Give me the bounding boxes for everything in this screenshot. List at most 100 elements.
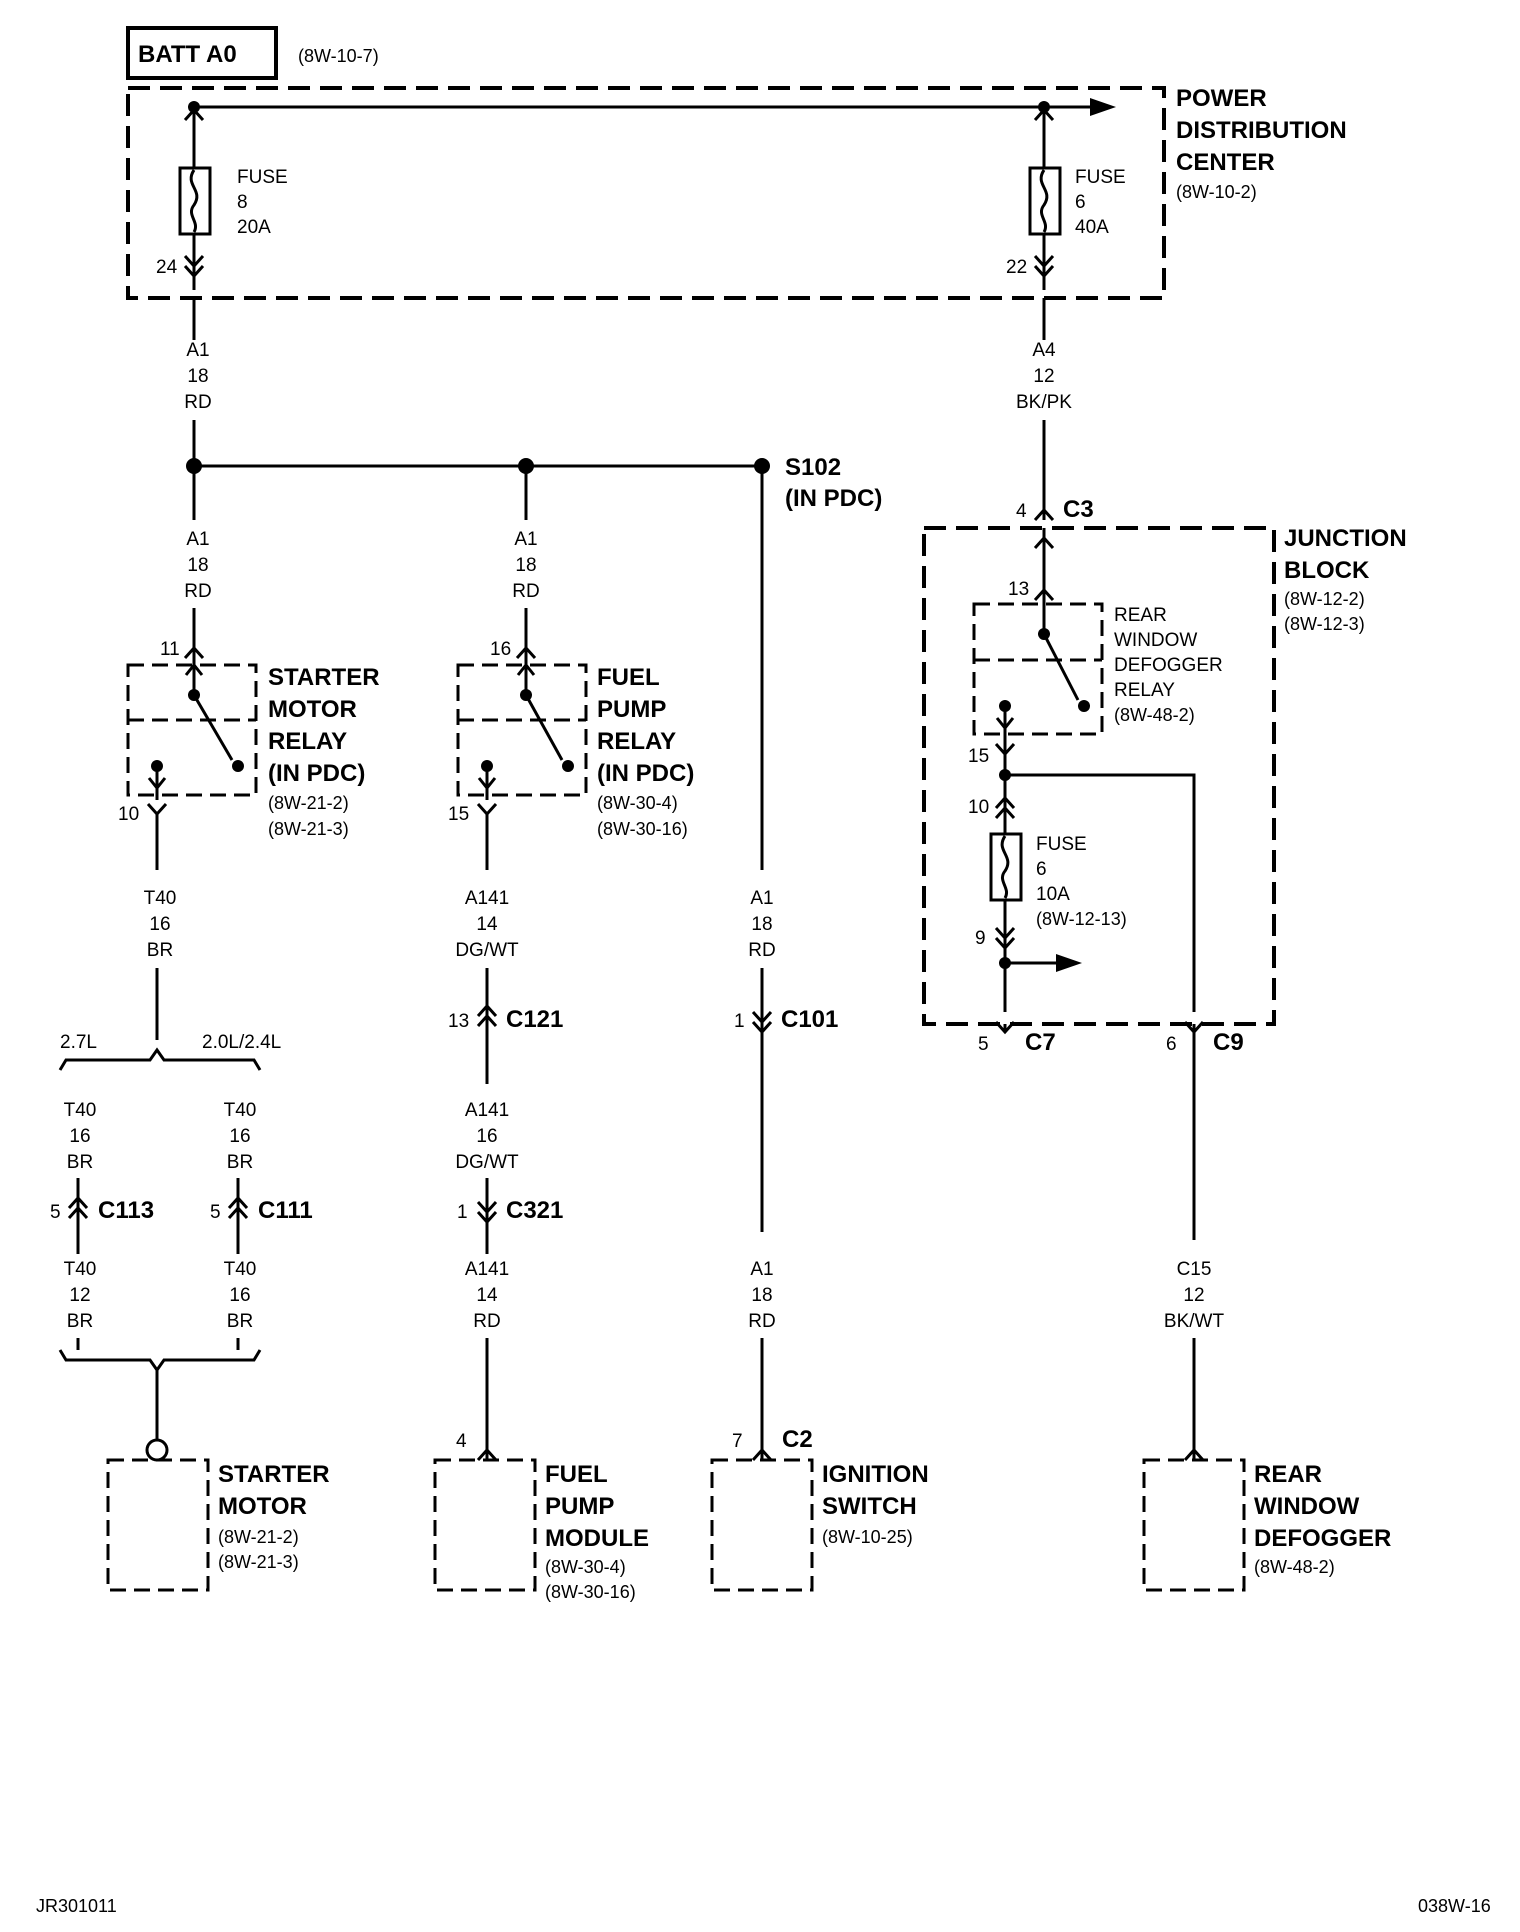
fuel-relay-ref2: (8W-30-16) bbox=[597, 819, 688, 839]
wire-a1-ig2-gauge: 18 bbox=[751, 1285, 772, 1306]
fuel-relay-pin-in: 16 bbox=[490, 639, 511, 660]
junction-ref2: (8W-12-3) bbox=[1284, 614, 1365, 634]
wire-a141-1-color: DG/WT bbox=[455, 940, 519, 961]
wire-a1-fp-id: A1 bbox=[514, 529, 537, 550]
wire-t40-l-color: BR bbox=[67, 1152, 93, 1173]
variant-right: 2.0L/2.4L bbox=[202, 1032, 281, 1053]
fuel-module-l1: FUEL bbox=[545, 1461, 608, 1488]
wire-a1-ig2-id: A1 bbox=[750, 1259, 773, 1280]
footer-left: JR301011 bbox=[36, 1896, 117, 1916]
starter-motor-ref2: (8W-21-3) bbox=[218, 1552, 299, 1572]
c113-name: C113 bbox=[98, 1197, 154, 1224]
fuse-6-pin: 22 bbox=[1006, 257, 1027, 278]
fuse-6-l3: 40A bbox=[1075, 217, 1109, 238]
splice-note: (IN PDC) bbox=[785, 485, 882, 512]
c321-pin: 1 bbox=[457, 1202, 468, 1223]
wire-a141-3-gauge: 14 bbox=[476, 1285, 498, 1306]
c7-name: C7 bbox=[1025, 1029, 1056, 1056]
wire-t40-top-color: BR bbox=[147, 940, 173, 961]
wire-a1-top-id: A1 bbox=[186, 340, 209, 361]
fuel-module-pin: 4 bbox=[456, 1431, 467, 1452]
wire-c15-color: BK/WT bbox=[1164, 1311, 1225, 1332]
fuel-relay-l2: PUMP bbox=[597, 696, 666, 723]
starter-relay-pin-out: 10 bbox=[118, 804, 139, 825]
wire-a1-ig2-color: RD bbox=[748, 1311, 775, 1332]
pdc-title-3: CENTER bbox=[1176, 149, 1275, 176]
wire-t40-l2-id: T40 bbox=[64, 1259, 97, 1280]
fuse-6-l1: FUSE bbox=[1075, 167, 1126, 188]
wire-a4-color: BK/PK bbox=[1016, 392, 1072, 413]
c9-pin: 6 bbox=[1166, 1034, 1177, 1055]
bus-arrow bbox=[1090, 98, 1116, 116]
defog-relay-ref: (8W-48-2) bbox=[1114, 705, 1195, 725]
ignition-ref: (8W-10-25) bbox=[822, 1527, 913, 1547]
wire-a1-sm-id: A1 bbox=[186, 529, 209, 550]
wire-a141-2-gauge: 16 bbox=[476, 1126, 497, 1147]
wire-t40-top-gauge: 16 bbox=[149, 914, 170, 935]
fuse-8 bbox=[178, 107, 212, 290]
rear-defogger-l3: DEFOGGER bbox=[1254, 1525, 1391, 1552]
wire-t40-l-gauge: 16 bbox=[69, 1126, 90, 1147]
fuel-relay-l1: FUEL bbox=[597, 664, 660, 691]
defog-relay-pin-out: 15 bbox=[968, 746, 989, 767]
fuse-6 bbox=[1028, 107, 1062, 290]
wire-a1-ig1-color: RD bbox=[748, 940, 775, 961]
starter-motor-box bbox=[106, 1458, 210, 1592]
c3-name: C3 bbox=[1063, 496, 1094, 523]
c3-pin: 4 bbox=[1016, 501, 1027, 522]
wire-a141-3-id: A141 bbox=[465, 1259, 509, 1280]
fuel-pump-relay bbox=[456, 646, 588, 870]
c121-pin: 13 bbox=[448, 1011, 469, 1032]
variant-split bbox=[58, 1047, 262, 1071]
c321-name: C321 bbox=[506, 1197, 563, 1224]
starter-motor-relay bbox=[126, 646, 258, 870]
junction-l2: BLOCK bbox=[1284, 557, 1370, 584]
c113-pin: 5 bbox=[50, 1202, 61, 1223]
wire-a1-ig1-id: A1 bbox=[750, 888, 773, 909]
wire-a1-sm-gauge: 18 bbox=[187, 555, 208, 576]
defog-relay-pin-in: 13 bbox=[1008, 579, 1029, 600]
c9-name: C9 bbox=[1213, 1029, 1244, 1056]
wire-c15-id: C15 bbox=[1177, 1259, 1212, 1280]
rear-window-defogger-relay bbox=[972, 588, 1104, 775]
fuel-module-l2: PUMP bbox=[545, 1493, 614, 1520]
batt-label: BATT A0 bbox=[138, 41, 237, 68]
fuel-relay-ref1: (8W-30-4) bbox=[597, 793, 678, 813]
defog-relay-l3: DEFOGGER bbox=[1114, 655, 1223, 676]
fuel-pump-module-box bbox=[433, 1458, 537, 1592]
wire-to-c9 bbox=[1005, 773, 1196, 1012]
fuel-module-ref2: (8W-30-16) bbox=[545, 1582, 636, 1602]
junction-l1: JUNCTION bbox=[1284, 525, 1407, 552]
rear-window-defogger-box bbox=[1142, 1458, 1246, 1592]
wire-t40-l2-color: BR bbox=[67, 1311, 93, 1332]
fuse-jb-ref: (8W-12-13) bbox=[1036, 909, 1127, 929]
fuel-module-l3: MODULE bbox=[545, 1525, 649, 1552]
starter-relay-l4: (IN PDC) bbox=[268, 760, 365, 787]
wire-t40-r2-gauge: 16 bbox=[229, 1285, 250, 1306]
wire-a141-2-id: A141 bbox=[465, 1100, 509, 1121]
fuse-jb-pin-in: 10 bbox=[968, 797, 989, 818]
wire-a141-1-gauge: 14 bbox=[476, 914, 498, 935]
batt-ref: (8W-10-7) bbox=[298, 46, 379, 66]
defog-relay-l1: REAR bbox=[1114, 605, 1167, 626]
fuel-relay-l3: RELAY bbox=[597, 728, 676, 755]
ignition-switch-box bbox=[710, 1458, 814, 1592]
fuse-6-l2: 6 bbox=[1075, 192, 1086, 213]
wire-t40-r-gauge: 16 bbox=[229, 1126, 250, 1147]
pdc-ref: (8W-10-2) bbox=[1176, 182, 1257, 202]
fuel-relay-pin-out: 15 bbox=[448, 804, 469, 825]
pdc-title-1: POWER bbox=[1176, 85, 1267, 112]
starter-terminal bbox=[145, 1438, 169, 1462]
rear-defogger-l1: REAR bbox=[1254, 1461, 1322, 1488]
wire-t40-r-color: BR bbox=[227, 1152, 253, 1173]
ignition-l1: IGNITION bbox=[822, 1461, 929, 1488]
wire-t40-r-id: T40 bbox=[224, 1100, 257, 1121]
wire-t40-r2-color: BR bbox=[227, 1311, 253, 1332]
wire-a1-top-color: RD bbox=[184, 392, 211, 413]
c121-name: C121 bbox=[506, 1006, 563, 1033]
fuel-relay-l4: (IN PDC) bbox=[597, 760, 694, 787]
fuel-module-ref1: (8W-30-4) bbox=[545, 1557, 626, 1577]
wire-t40-l2-gauge: 12 bbox=[69, 1285, 90, 1306]
pdc-title-2: DISTRIBUTION bbox=[1176, 117, 1347, 144]
